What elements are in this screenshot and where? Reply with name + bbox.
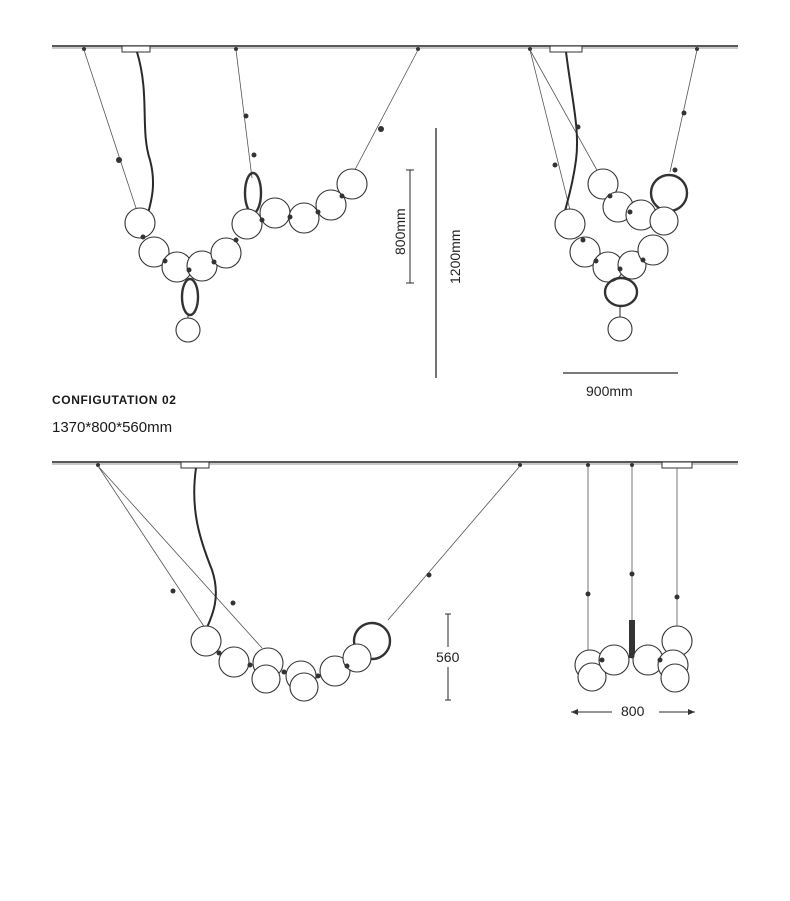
configuration-title: CONFIGUTATION 02 [52,393,177,407]
glass-globe [175,317,201,343]
ring [352,621,392,661]
ring [649,173,689,213]
glass-globe [569,236,601,268]
canopy [180,461,210,469]
glass-globe [231,208,263,240]
ring [243,171,263,215]
dimension-label-900mm: 900mm [586,383,633,399]
glass-globe [342,643,372,673]
glass-globe [210,237,242,269]
glass-globe [598,644,630,676]
bottom-drawing: 560 800 [52,461,738,719]
glass-globe [637,234,669,266]
glass-globe [649,206,679,236]
top-drawing: 800mm 1200mm 900mm [52,45,738,399]
canopy [121,45,151,53]
ring [180,277,200,317]
glass-globe [259,197,291,229]
glass-globe [554,208,586,240]
ring [603,276,639,308]
glass-globe [577,662,607,692]
glass-globe [288,202,320,234]
dimension-label-800: 800 [621,703,645,719]
dimension-label-800mm: 800mm [392,208,408,255]
glass-globe [607,316,633,342]
configuration-dimensions: 1370*800*560mm [52,419,173,436]
glass-globe [660,663,690,693]
glass-globe [336,168,368,200]
glass-globe [587,168,619,200]
glass-globe [186,250,218,282]
glass-globe [138,236,170,268]
glass-globe [218,646,250,678]
glass-globe [251,664,281,694]
glass-globe [190,625,222,657]
dimension-label-1200mm: 1200mm [447,230,463,284]
glass-globe [124,207,156,239]
glass-globe [289,672,319,702]
canopy [661,461,693,469]
glass-globe [319,655,351,687]
glass-globe [315,189,347,221]
dimension-label-560: 560 [436,649,460,665]
glass-globe [617,250,647,280]
canopy [549,45,583,53]
